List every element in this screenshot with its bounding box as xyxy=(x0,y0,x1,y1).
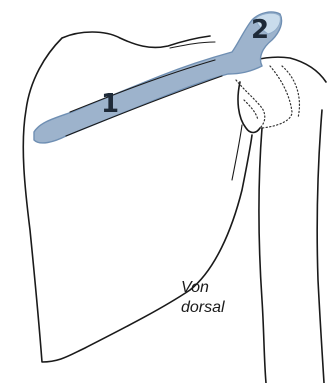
humerus-left-edge xyxy=(259,128,266,383)
marker-2: 2 xyxy=(251,15,269,45)
joint-dotted-4 xyxy=(244,100,258,120)
joint-dotted-1 xyxy=(236,80,265,128)
joint-dotted-3 xyxy=(282,66,299,118)
scapular-spine-highlight xyxy=(34,12,282,143)
glenoid-lower-contour xyxy=(238,82,260,133)
joint-dotted-2 xyxy=(262,66,292,128)
humerus-right-edge xyxy=(317,110,324,383)
caption-line-1: Von xyxy=(181,278,225,298)
marker-1: 1 xyxy=(101,89,119,119)
caption-line-2: dorsal xyxy=(181,298,225,318)
scapula-lateral-border xyxy=(232,125,242,180)
view-caption: Von dorsal xyxy=(181,278,225,318)
